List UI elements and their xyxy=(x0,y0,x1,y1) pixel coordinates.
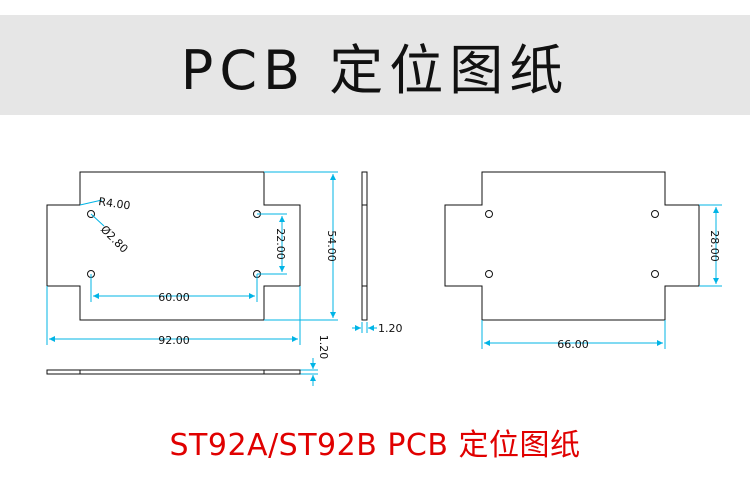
mount-hole xyxy=(651,210,659,218)
right-board-holes xyxy=(485,210,659,278)
right-dimension-lines xyxy=(481,204,722,349)
hole-pitch-vertical-label: 22.00 xyxy=(274,228,287,260)
title-banner: PCB 定位图纸 xyxy=(0,15,750,115)
drawing-caption: ST92A/ST92B PCB 定位图纸 xyxy=(169,428,581,463)
right-board-outline xyxy=(444,171,700,321)
side-thickness-label: 1.20 xyxy=(378,322,403,335)
right-hole-pitch-vertical-label: 28.00 xyxy=(708,230,721,262)
right-hole-pitch-horizontal-label: 66.00 xyxy=(557,338,589,351)
side-view-strip xyxy=(361,171,368,321)
mount-hole xyxy=(485,270,493,278)
bottom-view-strip xyxy=(46,369,301,375)
corner-radius-label: R4.00 xyxy=(98,195,132,212)
page-title: PCB 定位图纸 xyxy=(180,38,570,102)
board-width-label: 92.00 xyxy=(158,334,190,347)
hole-pitch-horizontal-label: 60.00 xyxy=(158,291,190,304)
mount-hole xyxy=(485,210,493,218)
left-dimension-lines xyxy=(46,171,377,386)
hole-diameter-label: Ø2.80 xyxy=(98,223,131,256)
bottom-thickness-label: 1.20 xyxy=(317,335,330,360)
mount-hole xyxy=(651,270,659,278)
board-height-label: 54.00 xyxy=(325,230,338,262)
